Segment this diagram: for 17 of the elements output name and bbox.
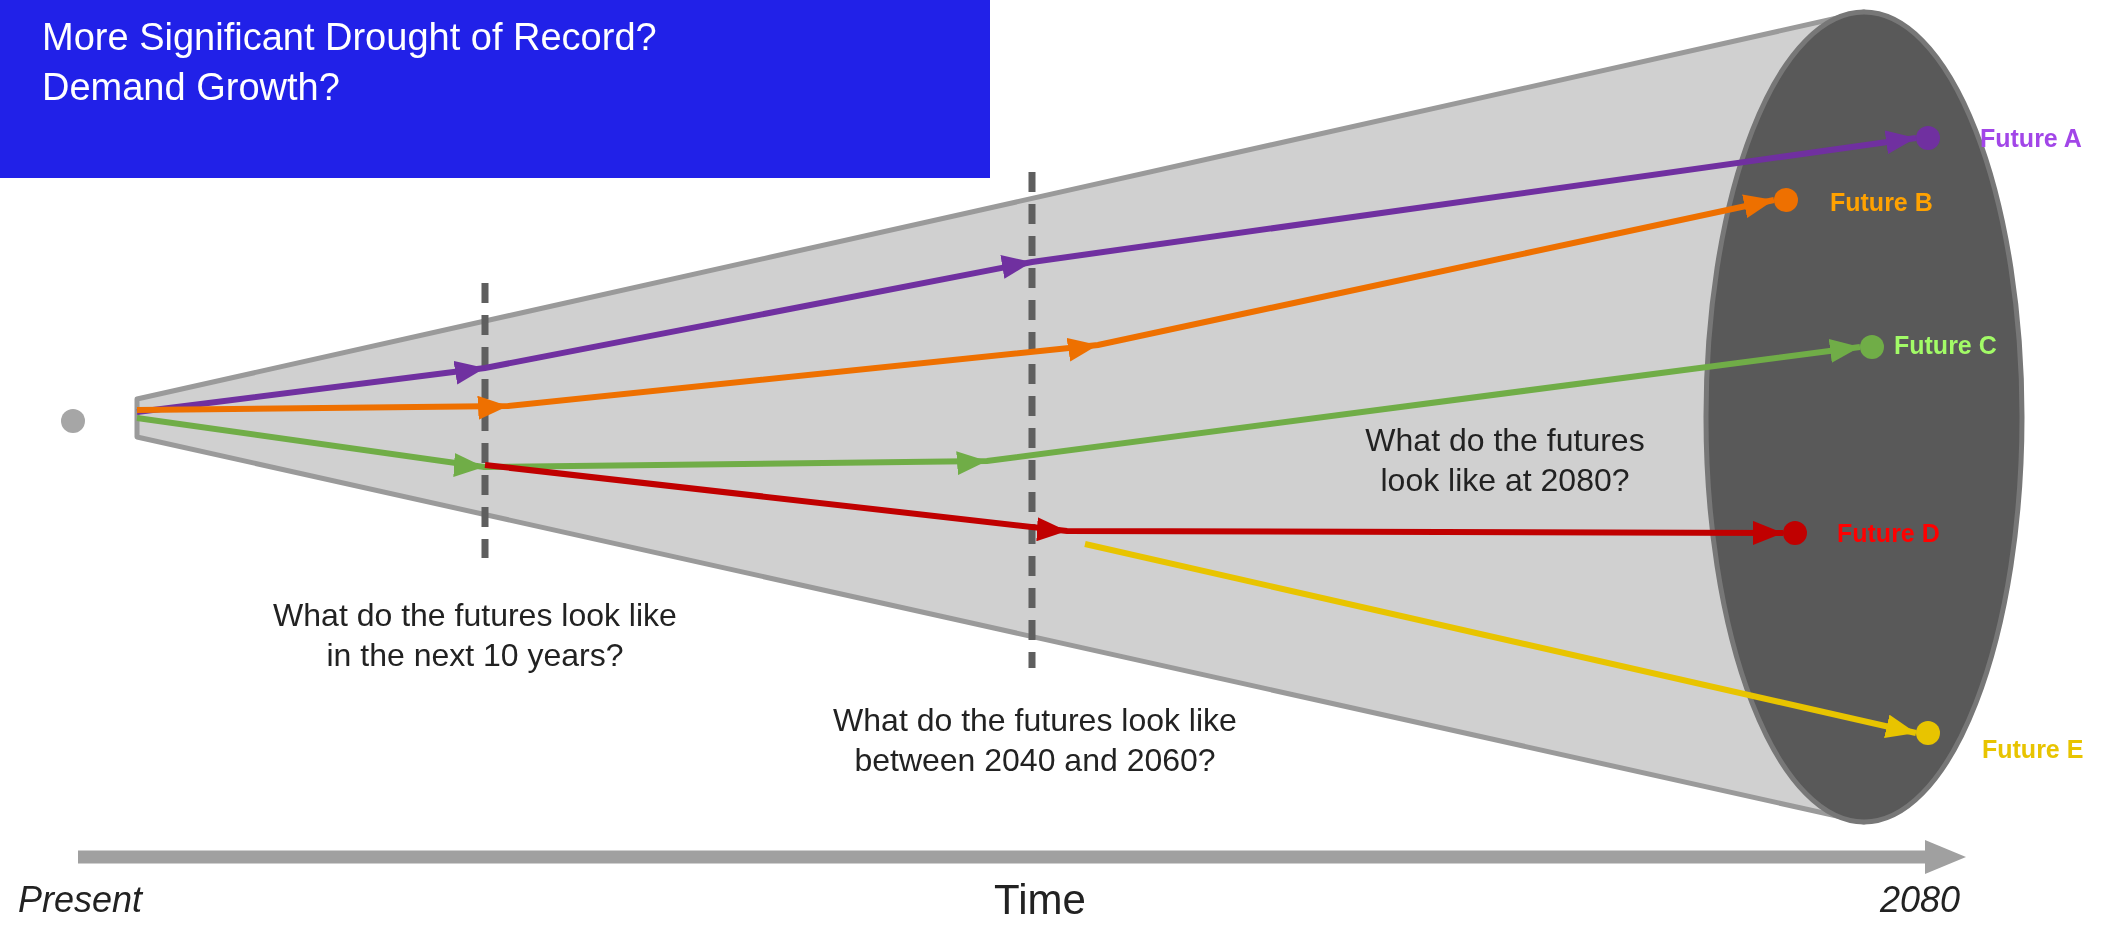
axis-label: 2080 [1878, 880, 1960, 920]
future-label: Future C [1894, 330, 1997, 360]
future-label: Future E [1982, 734, 2084, 764]
future-label: Future B [1830, 187, 1933, 217]
question-text: What do the futures look like at 2080? [1364, 421, 1646, 500]
title-text: More Significant Drought of Record? Demand Growth? [42, 15, 658, 110]
question-text: What do the futures look like between 2040 and 2060? [832, 701, 1238, 780]
arrow [136, 194, 1775, 420]
arrow [136, 339, 1861, 477]
question-text: What do the futures look like in the next 10 years? [272, 596, 678, 675]
future-label: Future A [1980, 123, 2082, 153]
future-label: Future D [1837, 518, 1940, 548]
arrow [1084, 541, 1917, 739]
axis-title: Time [993, 880, 1087, 920]
axis-label: Present [18, 880, 145, 920]
arrow [136, 130, 1917, 415]
arrow [484, 462, 1783, 545]
